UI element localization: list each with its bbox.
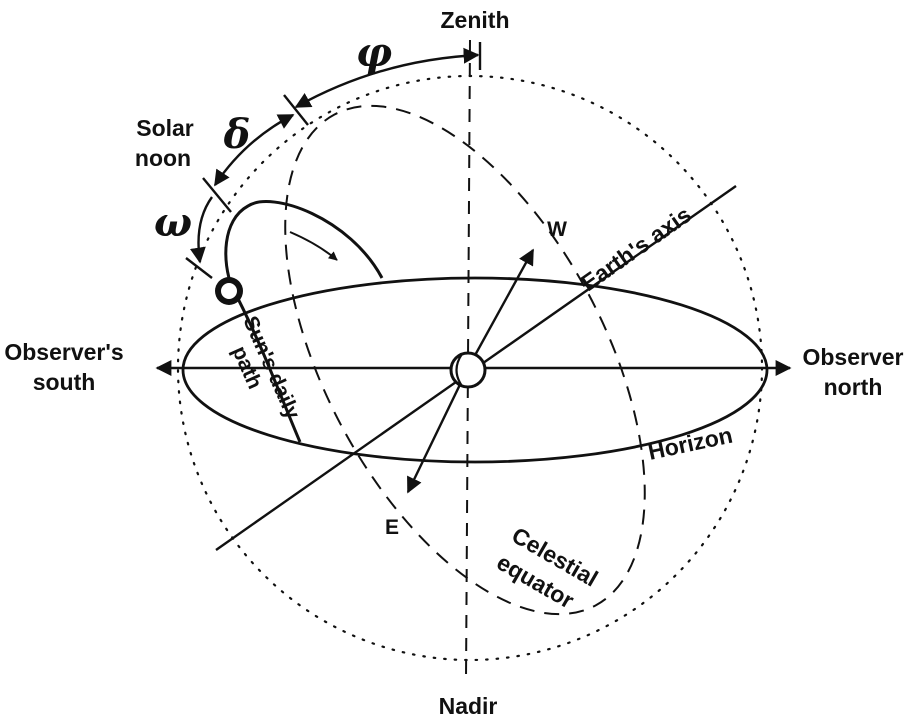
east-label: E	[385, 516, 399, 539]
horizon-plane	[181, 276, 769, 464]
celestial-equator-curve	[284, 104, 646, 616]
observer-north-label-line1: Observer	[802, 344, 903, 370]
nadir-label: Nadir	[439, 693, 498, 719]
declination-angle-arc	[214, 113, 295, 187]
west-label: W	[547, 218, 567, 241]
suns-daily-path-curve	[224, 200, 384, 443]
sun-icon	[215, 277, 243, 305]
hour-angle-symbol: ω	[154, 199, 192, 246]
hour-angle-tick	[185, 257, 213, 279]
latitude-tick	[283, 94, 309, 126]
east-direction-arrow	[406, 367, 470, 494]
horizon-label: Horizon	[646, 422, 735, 465]
observer-south-label-line2: south	[33, 369, 96, 395]
solar-noon-tick	[202, 177, 232, 213]
hour-angle-arc	[189, 196, 213, 264]
zenith-nadir-line	[465, 39, 471, 681]
observer-south-label-line1: Observer's	[4, 339, 123, 365]
sun-path-direction-arrow	[289, 231, 338, 261]
observer-north-label-line2: north	[824, 374, 883, 400]
zenith-label: Zenith	[441, 7, 510, 33]
earth-icon	[449, 351, 487, 389]
west-direction-arrow	[466, 248, 535, 369]
solar-noon-label-line1: Solar	[136, 115, 194, 141]
declination-symbol: δ	[223, 111, 251, 158]
latitude-angle-arc	[294, 47, 480, 109]
earths-axis-label: Earth's axis	[576, 201, 696, 296]
solar-noon-label-line2: noon	[135, 145, 191, 171]
latitude-symbol: φ	[356, 29, 392, 76]
